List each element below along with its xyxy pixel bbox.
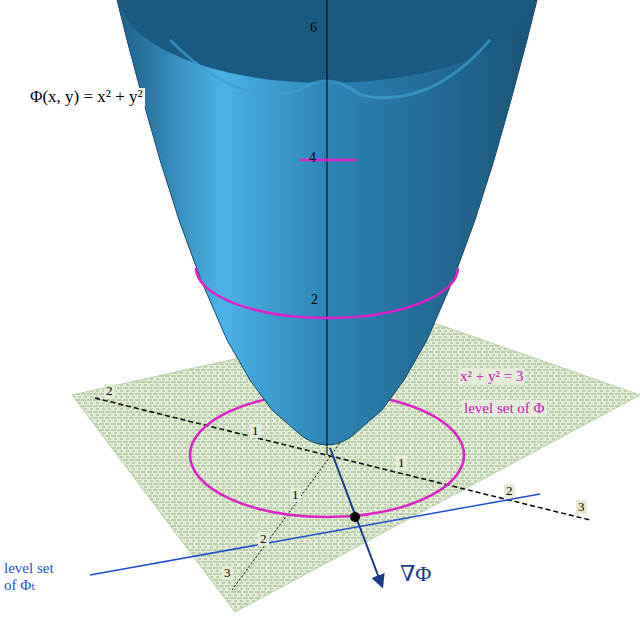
tangent-line — [90, 494, 540, 575]
level-set-label: level set of Φ — [462, 400, 547, 417]
axis-tick: 3 — [222, 566, 233, 580]
axis-tick: 6 — [310, 20, 317, 35]
gradient-arrow — [330, 448, 382, 586]
axis-tick: 4 — [309, 150, 316, 165]
z-axis — [327, 0, 328, 455]
point-dot — [350, 512, 360, 522]
axis-tick: 2 — [504, 484, 515, 498]
gradient-label: ∇Φ — [398, 562, 433, 586]
axis-tick: 1 — [250, 424, 261, 438]
function-formula: Φ(x, y) = x² + y² — [28, 88, 145, 107]
axis-tick: 1 — [290, 488, 301, 502]
axis-tick: 2 — [311, 292, 318, 307]
tangent-label: level set of Φₜ — [2, 560, 70, 593]
axis-tick: 3 — [576, 500, 587, 514]
level-set-equation: x² + y² = 3 — [458, 368, 525, 385]
level-ring — [300, 159, 357, 162]
axis-tick: 1 — [396, 456, 407, 470]
surface-highlight — [170, 40, 490, 98]
level-ring — [196, 268, 458, 318]
axis-tick: 2 — [258, 532, 269, 546]
axis-tick: 2 — [104, 384, 115, 398]
